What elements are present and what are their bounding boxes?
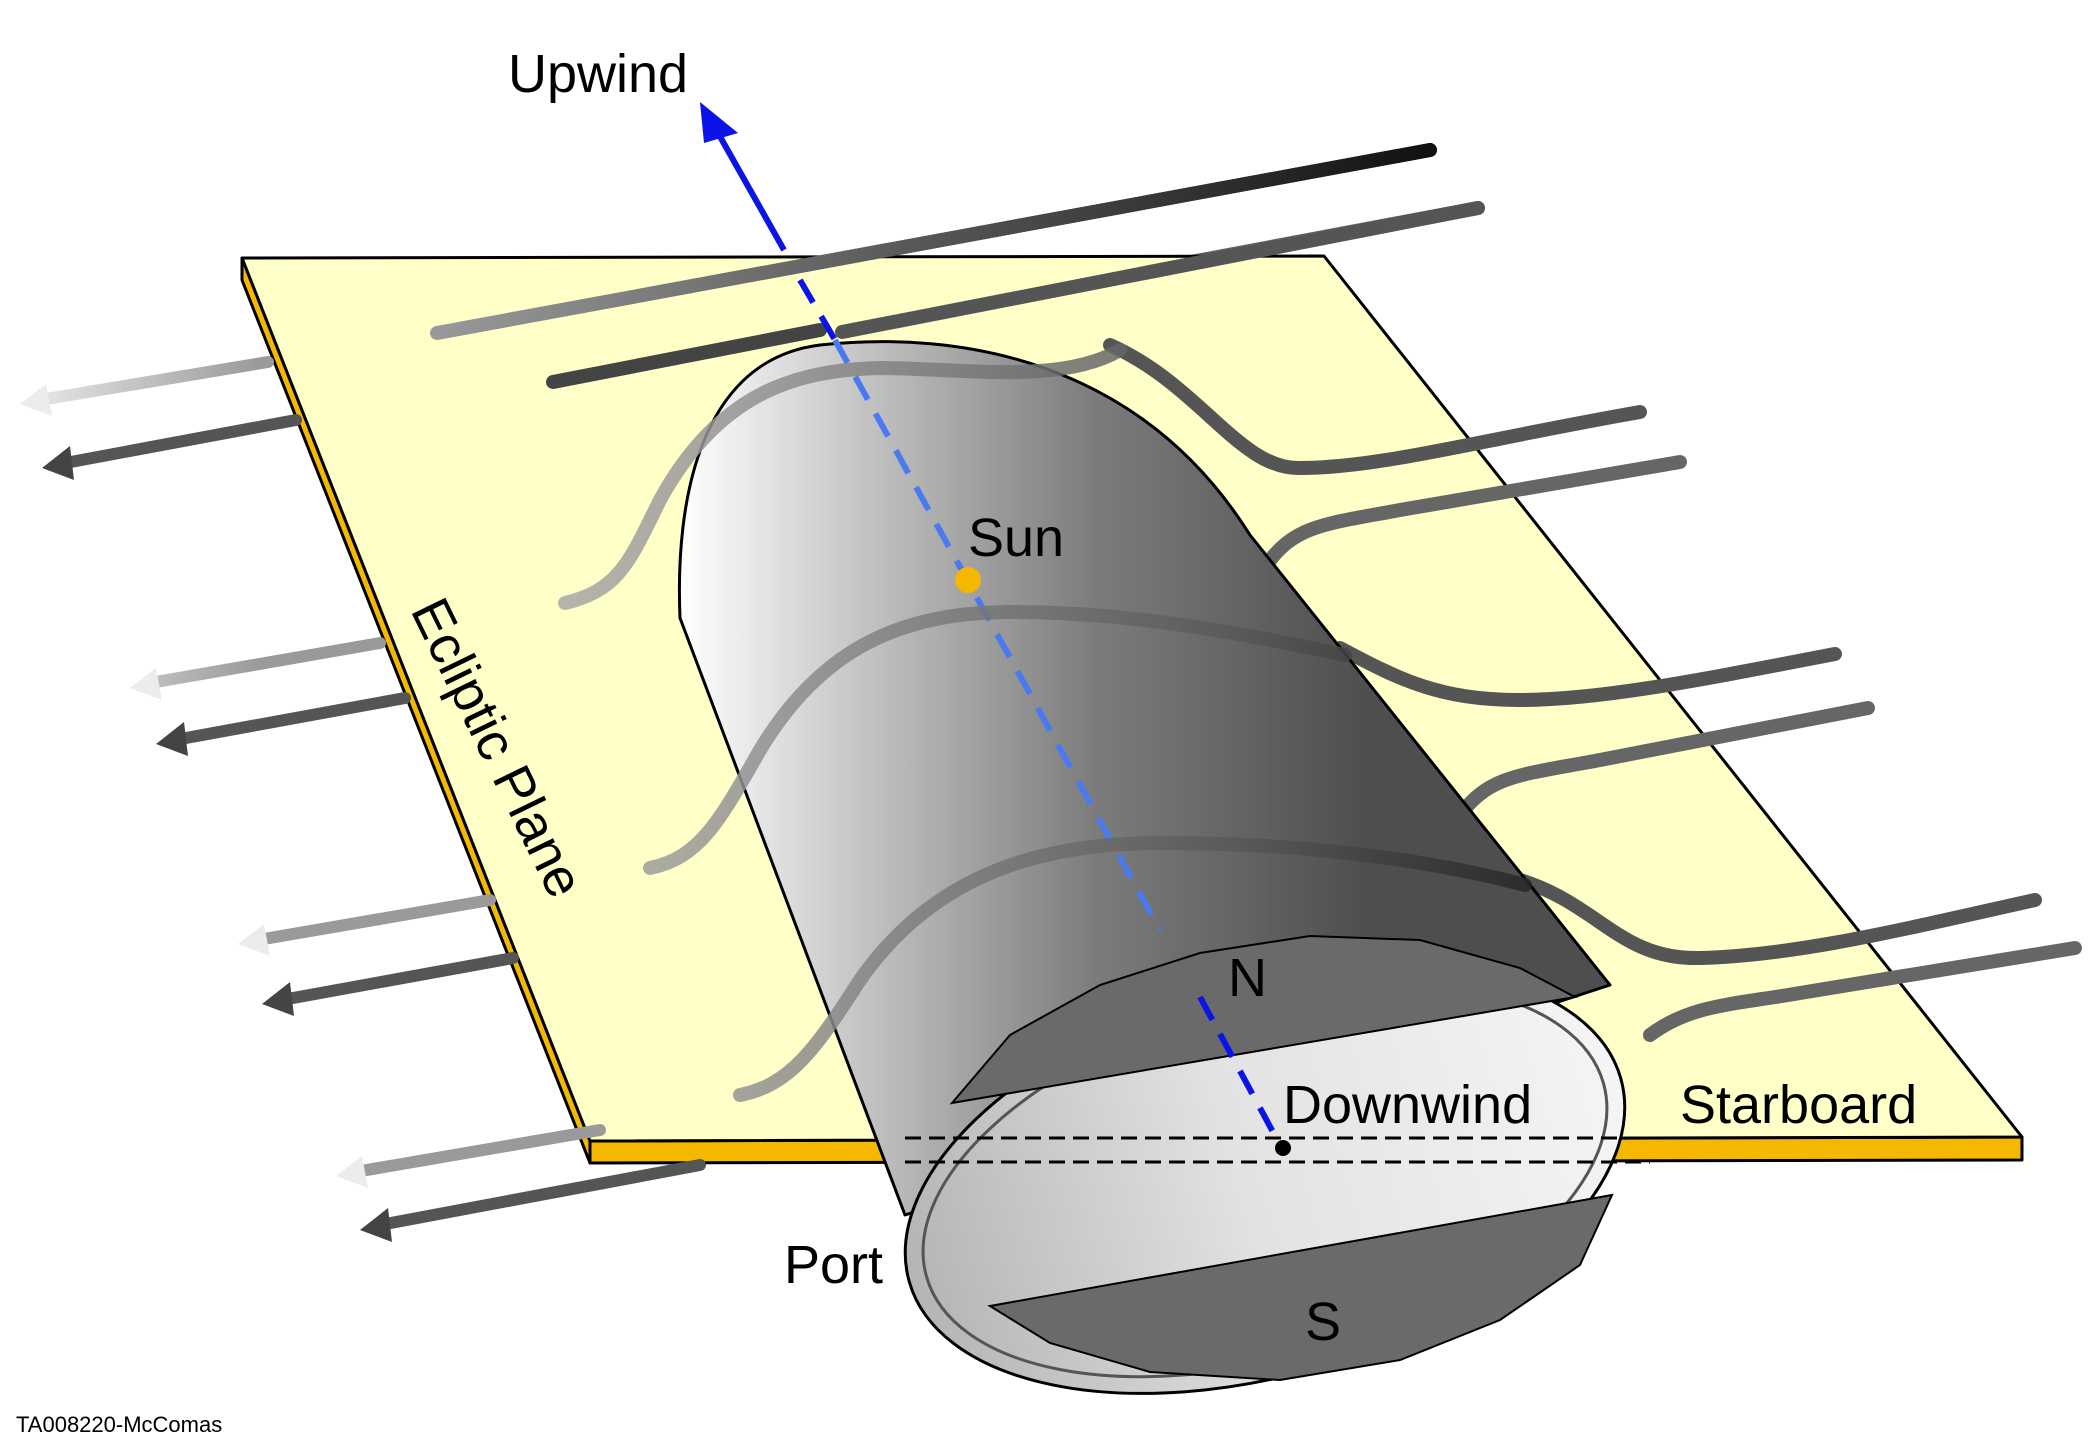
- outflow-arrowhead-dark: [262, 982, 294, 1016]
- label-south: S: [1305, 1292, 1341, 1352]
- outflow-arrow-icon: [34, 356, 274, 406]
- upwind-axis: [700, 102, 1163, 932]
- outflow-pair-1: [20, 356, 302, 480]
- outflow-arrow-icon: [252, 894, 496, 946]
- upwind-axis-dash-over-plane: [797, 278, 838, 342]
- sun-dot-icon: [955, 567, 981, 593]
- field-line-front-1: [558, 343, 1127, 610]
- field-line-front-2: [643, 604, 1352, 875]
- outflow-arrowhead-light: [130, 668, 162, 700]
- label-upwind: Upwind: [508, 44, 688, 104]
- outflow-arrow-dark: [169, 692, 411, 746]
- label-starboard: Starboard: [1680, 1075, 1917, 1135]
- outflow-arrow-icon: [144, 637, 386, 689]
- field-line-over-2b: [835, 201, 1485, 339]
- outflow-arrowhead-dark: [42, 446, 74, 480]
- label-north: N: [1228, 948, 1267, 1008]
- outflow-pair-4: [336, 1124, 706, 1242]
- outflow-arrow-dark: [54, 414, 302, 470]
- field-line-over-1: [430, 143, 1437, 340]
- label-port: Port: [784, 1235, 883, 1295]
- outflow-pair-2: [130, 637, 411, 756]
- outflow-arrowhead-light: [238, 924, 270, 956]
- outflow-arrowhead-dark: [360, 1208, 392, 1242]
- downwind-axis-dash: [1197, 995, 1283, 1147]
- field-line-draped-3b: [1643, 941, 2082, 1042]
- label-sun: Sun: [968, 508, 1064, 568]
- upwind-arrow-icon: [700, 102, 738, 143]
- outflow-pair-3: [238, 894, 519, 1016]
- outflow-arrow-dark: [276, 952, 519, 1006]
- heliotail-cross-section: [903, 934, 1650, 1395]
- upwind-axis-solid: [715, 131, 787, 252]
- field-line-over-2a: [546, 323, 827, 389]
- outflow-arrowhead-light: [336, 1156, 368, 1188]
- outflow-arrow-icon: [349, 1124, 606, 1178]
- south-pole-region: [987, 1193, 1614, 1382]
- field-line-draped-1: [1103, 338, 1647, 476]
- draped-field-lines-back: [1103, 338, 2082, 1042]
- field-line-draped-2: [1333, 641, 1842, 708]
- outflow-arrow-dark: [374, 1159, 706, 1231]
- outflow-arrowhead-dark: [156, 722, 188, 756]
- back-field-lines-over-plane: [430, 143, 1485, 389]
- field-line-draped-3: [1513, 873, 2042, 966]
- upwind-axis-dash-on-tail: [832, 338, 1163, 932]
- outflow-arrowhead-light: [20, 384, 52, 416]
- draped-field-lines-front: [558, 343, 1532, 1102]
- label-downwind: Downwind: [1283, 1075, 1532, 1135]
- field-line-draped-2b: [1453, 701, 1875, 822]
- outflow-arrows: [20, 356, 706, 1242]
- figure-credit: TA008220-McComas: [16, 1412, 223, 1437]
- downwind-point-icon: [1275, 1140, 1291, 1156]
- north-pole-region: [949, 934, 1579, 1105]
- field-line-draped-1b: [1253, 455, 1687, 582]
- field-line-front-3: [733, 835, 1532, 1102]
